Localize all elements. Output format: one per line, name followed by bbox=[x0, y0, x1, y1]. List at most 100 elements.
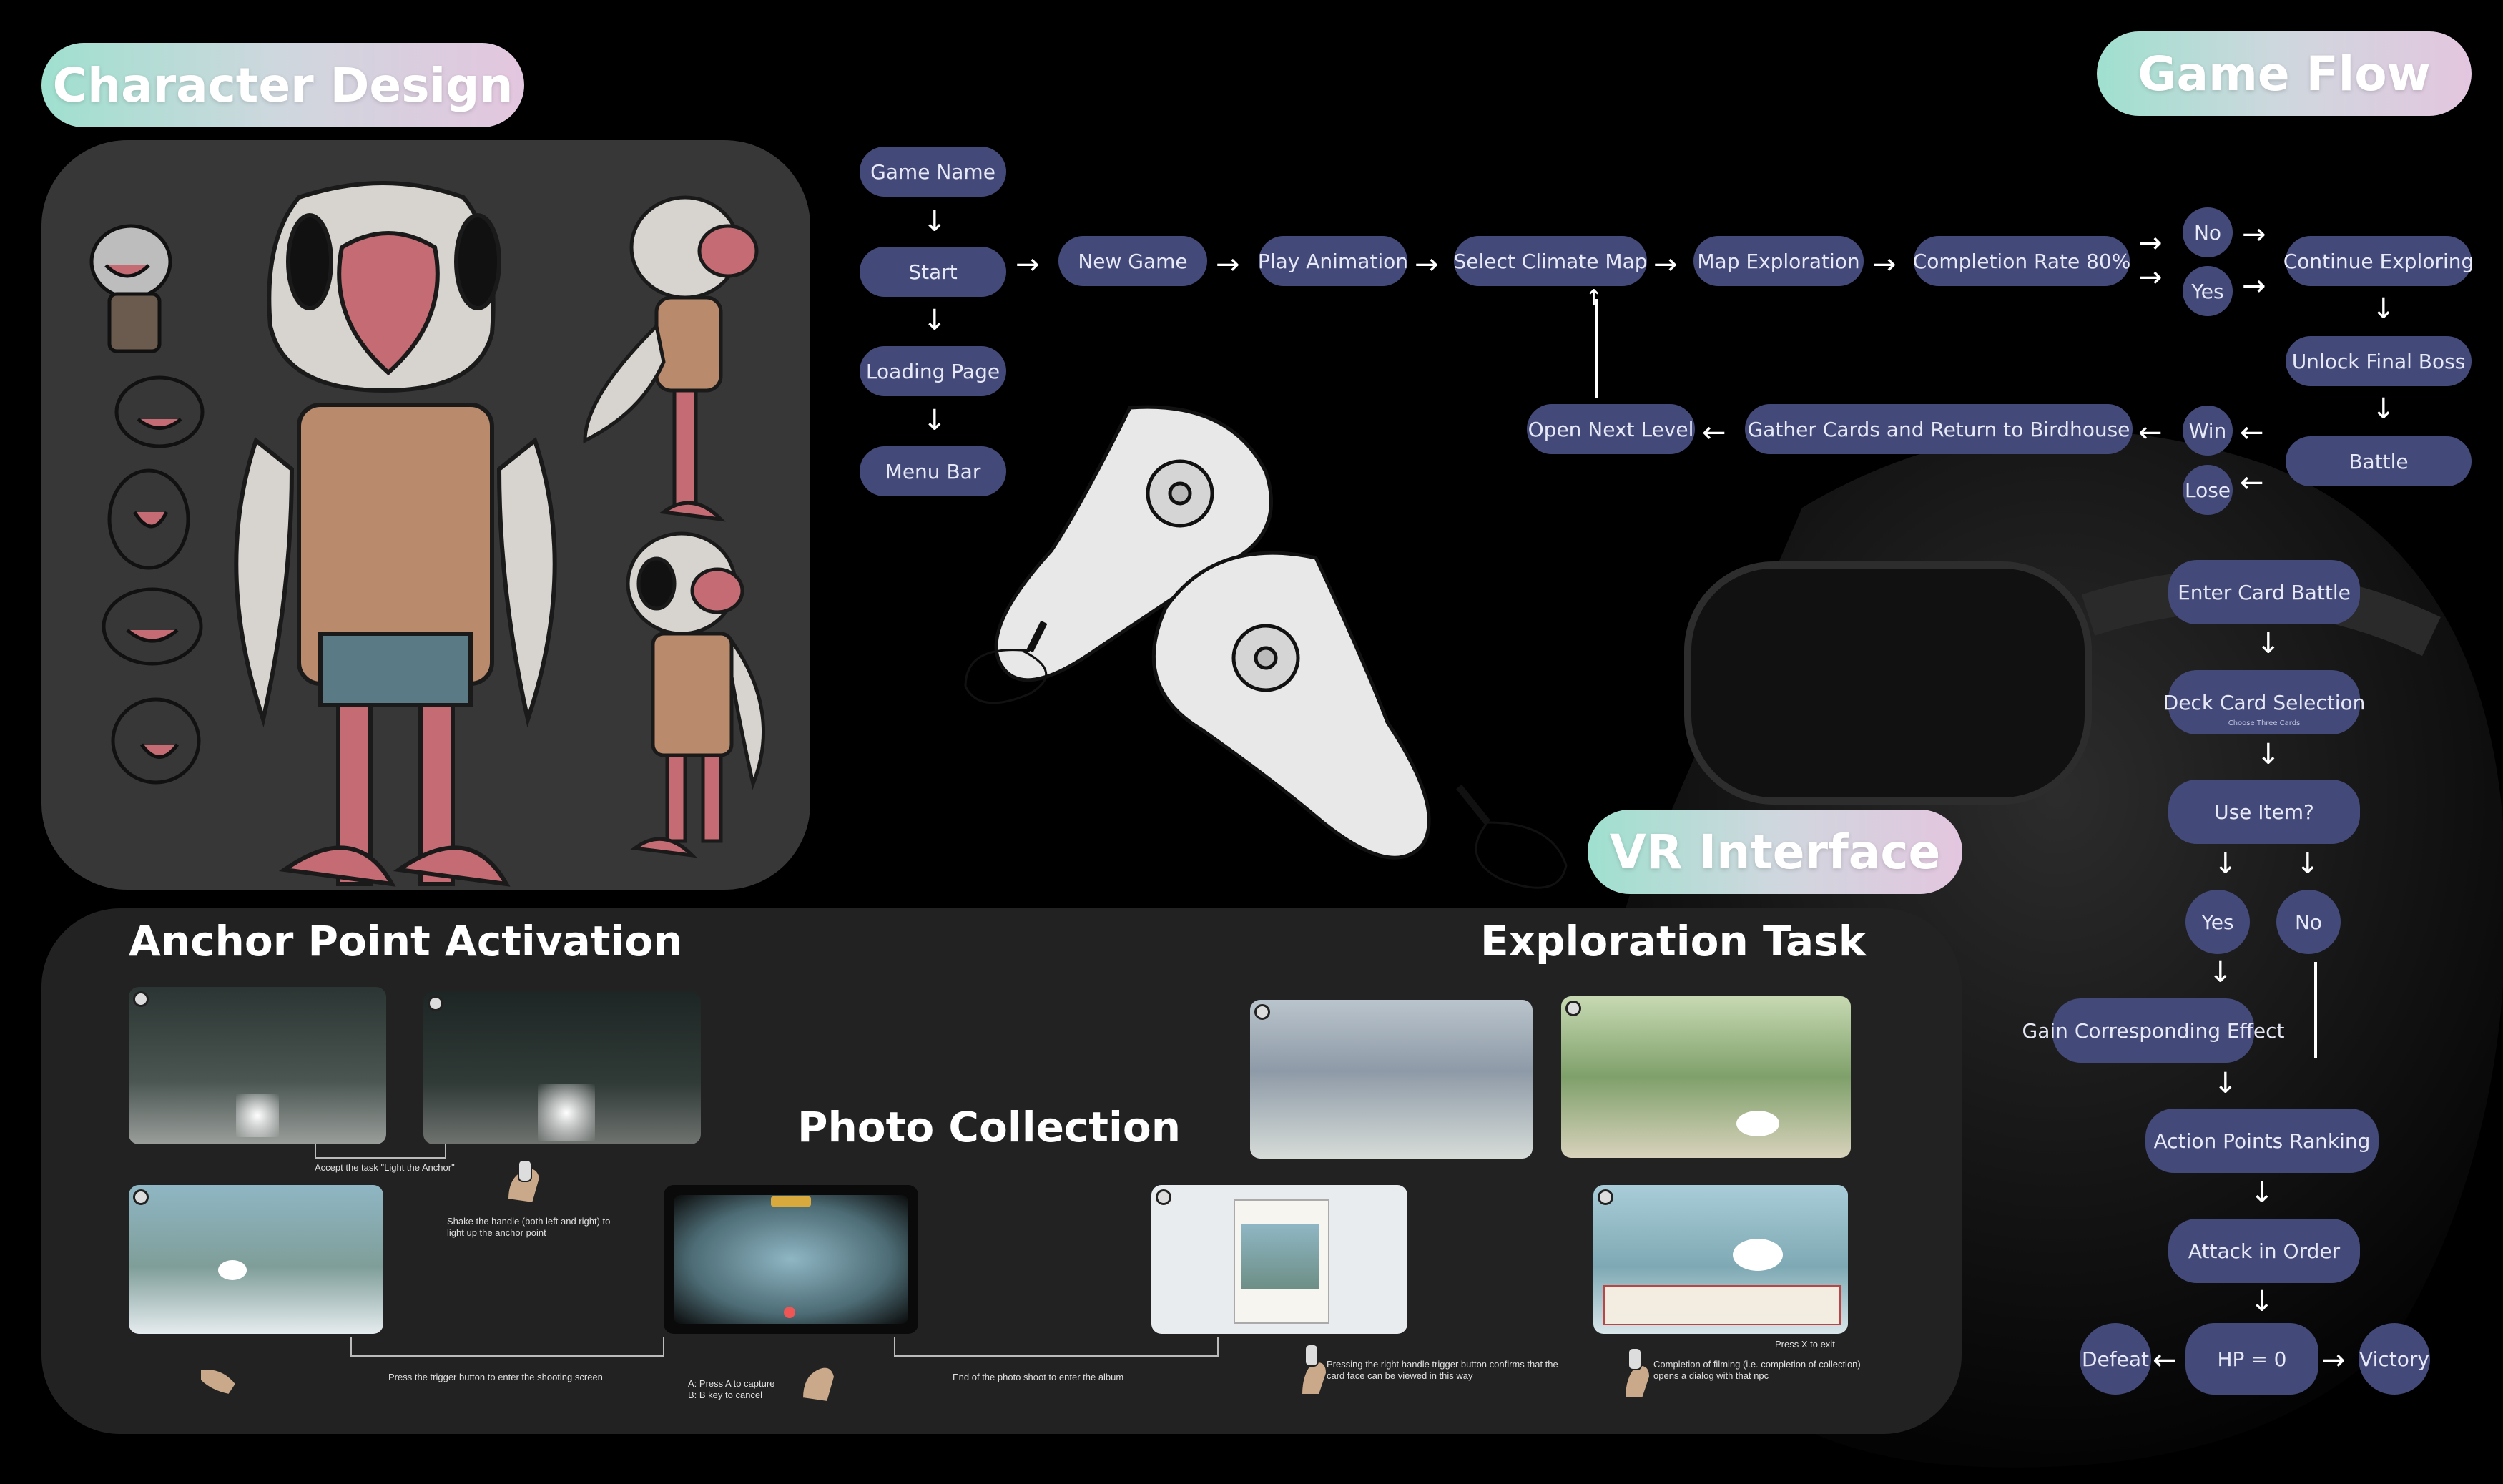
arrow-right-icon: → bbox=[1415, 248, 1439, 281]
hand-controller-icon bbox=[1623, 1347, 1651, 1399]
flow-node-yes: Yes bbox=[2183, 266, 2233, 316]
connector-line bbox=[2314, 962, 2317, 1058]
vr-interface-title: VR Interface bbox=[1588, 810, 1962, 894]
arrow-right-icon: → bbox=[1016, 248, 1040, 281]
arrow-down-icon: ↓ bbox=[2256, 627, 2281, 660]
caption-press-trigger: Press the trigger button to enter the sh… bbox=[388, 1372, 603, 1382]
vr-controllers-illustration bbox=[964, 405, 1568, 889]
hand-controller-icon bbox=[200, 1368, 237, 1396]
arrow-right-icon: → bbox=[2138, 227, 2163, 260]
arrow-down-icon: ↓ bbox=[2213, 1067, 2238, 1100]
caption-shake-handle: Shake the handle (both left and right) t… bbox=[447, 1216, 611, 1239]
flow-node-victory: Victory bbox=[2359, 1323, 2430, 1395]
arrow-right-icon: → bbox=[2242, 218, 2266, 251]
arrow-right-icon: → bbox=[2242, 270, 2266, 303]
flow-node-lose: Lose bbox=[2183, 465, 2233, 515]
flow-node-map-exploration: Map Exploration bbox=[1693, 236, 1864, 286]
flow-node-select-climate-map: Select Climate Map bbox=[1453, 236, 1648, 286]
bird-sprite bbox=[218, 1260, 247, 1280]
arrow-down-icon: ↓ bbox=[2256, 738, 2281, 771]
exploration-screenshot-2 bbox=[1561, 996, 1851, 1158]
deck-card-selection-sub: Choose Three Cards bbox=[2228, 719, 2301, 727]
sparkle-effect bbox=[538, 1084, 595, 1141]
flow-node-continue-exploring: Continue Exploring bbox=[2283, 236, 2474, 286]
character-design-title: Character Design bbox=[41, 43, 524, 127]
game-flow-title: Game Flow bbox=[2097, 31, 2472, 116]
flow-node-new-game: New Game bbox=[1058, 236, 1207, 286]
flow-node-enter-card-battle: Enter Card Battle bbox=[2168, 560, 2360, 624]
photo-collection-heading: Photo Collection bbox=[797, 1103, 1181, 1151]
camera-icon bbox=[133, 991, 149, 1007]
anchor-screenshot-1 bbox=[129, 987, 386, 1144]
dialog-box bbox=[1603, 1285, 1841, 1325]
caption-press-b: B: B key to cancel bbox=[688, 1390, 763, 1400]
photo-shoot-screenshot bbox=[664, 1185, 918, 1334]
arrow-down-icon: ↓ bbox=[2250, 1176, 2274, 1209]
connector-line bbox=[315, 1144, 446, 1159]
connector-line bbox=[1595, 299, 1598, 398]
arrow-left-icon: ← bbox=[2240, 466, 2264, 499]
arrow-up-icon: ↑ bbox=[1585, 285, 1603, 310]
caption-accept-task: Accept the task "Light the Anchor" bbox=[315, 1162, 455, 1173]
flow-node-loading-page: Loading Page bbox=[860, 346, 1006, 396]
viewfinder bbox=[674, 1195, 908, 1324]
camera-icon bbox=[1254, 1004, 1270, 1020]
flow-node-game-name: Game Name bbox=[860, 147, 1006, 197]
arrow-right-icon: → bbox=[1872, 248, 1897, 281]
connector-line bbox=[350, 1337, 664, 1357]
arrow-left-icon: ← bbox=[2240, 416, 2264, 449]
arrow-right-icon: → bbox=[1216, 248, 1240, 281]
exploration-screenshot-1 bbox=[1250, 1000, 1533, 1159]
deck-card-selection-label: Deck Card Selection bbox=[2163, 690, 2366, 714]
flow-node-completion-rate: Completion Rate 80% bbox=[1913, 236, 2130, 286]
camera-icon bbox=[1565, 1001, 1581, 1016]
flow-node-gain-effect: Gain Corresponding Effect bbox=[2022, 998, 2284, 1063]
flow-node-action-points: Action Points Ranking bbox=[2145, 1109, 2379, 1173]
flow-node-deck-card-selection: Deck Card Selection Choose Three Cards bbox=[2163, 670, 2365, 734]
camera-icon bbox=[133, 1189, 149, 1205]
flow-node-open-next-level: Open Next Level bbox=[1527, 404, 1695, 454]
hand-controller-icon bbox=[506, 1159, 541, 1204]
character-sheet-illustration bbox=[89, 181, 765, 887]
camera-icon bbox=[1598, 1189, 1613, 1205]
arrow-down-icon: ↓ bbox=[2371, 293, 2396, 325]
flow-node-menu-bar: Menu Bar bbox=[860, 446, 1006, 496]
arrow-down-icon: ↓ bbox=[2371, 393, 2396, 426]
caption-press-x: Press X to exit bbox=[1775, 1339, 1835, 1350]
anchor-screenshot-2 bbox=[423, 991, 701, 1144]
arrow-down-icon: ↓ bbox=[923, 304, 947, 337]
capture-label-badge bbox=[771, 1196, 811, 1207]
arrow-down-icon: ↓ bbox=[923, 404, 947, 437]
anchor-screenshot-3 bbox=[129, 1185, 383, 1334]
shutter-button-icon bbox=[784, 1307, 795, 1318]
flow-node-use-item: Use Item? bbox=[2168, 780, 2360, 844]
sparkle-effect bbox=[236, 1094, 279, 1137]
flow-node-play-animation: Play Animation bbox=[1258, 236, 1408, 286]
flow-node-use-no: No bbox=[2276, 890, 2341, 954]
arrow-right-icon: → bbox=[1653, 248, 1678, 281]
caption-press-a: A: Press A to capture bbox=[688, 1378, 775, 1389]
caption-completion-filming: Completion of filming (i.e. completion o… bbox=[1653, 1359, 1861, 1382]
arrow-down-icon: ↓ bbox=[2213, 847, 2238, 880]
exploration-task-heading: Exploration Task bbox=[1480, 917, 1867, 965]
hand-controller-icon bbox=[801, 1366, 836, 1403]
caption-end-photo: End of the photo shoot to enter the albu… bbox=[953, 1372, 1124, 1382]
flow-node-battle: Battle bbox=[2286, 436, 2472, 486]
arrow-down-icon: ↓ bbox=[2296, 847, 2320, 880]
flow-node-hp-zero: HP = 0 bbox=[2185, 1323, 2318, 1395]
flow-node-win: Win bbox=[2183, 406, 2233, 456]
camera-icon bbox=[1156, 1189, 1171, 1205]
arrow-left-icon: ← bbox=[2153, 1344, 2177, 1377]
arrow-down-icon: ↓ bbox=[2208, 956, 2233, 989]
arrow-left-icon: ← bbox=[1702, 416, 1726, 449]
flow-node-unlock-final-boss: Unlock Final Boss bbox=[2286, 336, 2472, 386]
arrow-down-icon: ↓ bbox=[923, 205, 947, 238]
arrow-down-icon: ↓ bbox=[2250, 1285, 2274, 1318]
album-card-photo bbox=[1241, 1224, 1319, 1289]
connector-line bbox=[894, 1337, 1219, 1357]
arrow-right-icon: → bbox=[2138, 261, 2163, 294]
character-design-panel bbox=[41, 140, 810, 890]
npc-bird bbox=[1733, 1239, 1783, 1271]
flow-node-gather-cards: Gather Cards and Return to Birdhouse bbox=[1745, 404, 2133, 454]
arrow-right-icon: → bbox=[2321, 1344, 2346, 1377]
